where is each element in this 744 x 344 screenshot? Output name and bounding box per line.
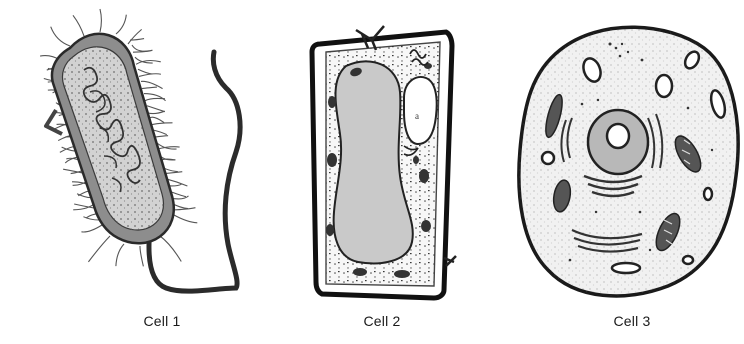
pilus bbox=[88, 236, 110, 262]
pilus bbox=[139, 74, 161, 77]
pilus bbox=[154, 136, 168, 137]
pilus bbox=[147, 106, 165, 112]
pilus bbox=[116, 244, 124, 266]
bacterium-drawing bbox=[40, 9, 240, 291]
pilus bbox=[128, 29, 142, 44]
pilus bbox=[73, 15, 84, 36]
cell-2-label: Cell 2 bbox=[342, 313, 422, 329]
pilus bbox=[81, 225, 102, 232]
pilus bbox=[160, 236, 181, 262]
animal-cell-drawing bbox=[519, 27, 738, 296]
pilus bbox=[145, 98, 165, 100]
pilus bbox=[100, 9, 101, 32]
pilus bbox=[174, 215, 197, 223]
pilus bbox=[116, 15, 126, 34]
pilus bbox=[140, 246, 143, 266]
cell-1-label: Cell 1 bbox=[122, 313, 202, 329]
pilus bbox=[142, 87, 157, 88]
pilus bbox=[151, 123, 172, 125]
plant-cell-drawing: a bbox=[312, 26, 456, 298]
pilus bbox=[132, 45, 149, 51]
svg-text:a: a bbox=[415, 111, 419, 121]
pilus bbox=[148, 111, 165, 113]
pilus bbox=[150, 117, 164, 122]
nucleus bbox=[404, 77, 437, 144]
cell-3-label: Cell 3 bbox=[592, 313, 672, 329]
pilus bbox=[51, 27, 70, 46]
nucleolus bbox=[607, 124, 629, 148]
pilus bbox=[138, 69, 152, 74]
